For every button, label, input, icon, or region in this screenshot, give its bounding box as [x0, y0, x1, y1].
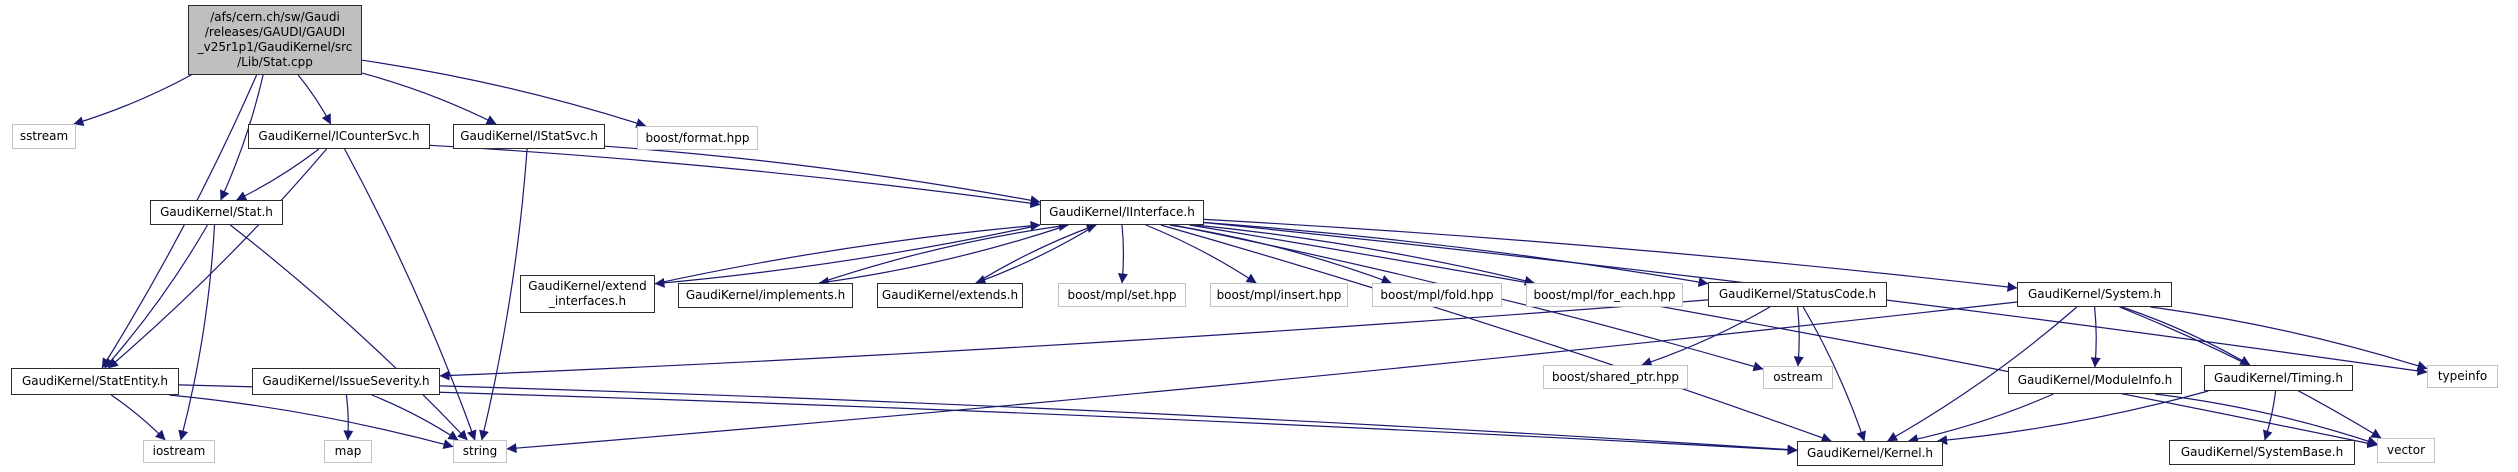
edge-extend-interfaces-to-iinterface [654, 220, 1041, 285]
edge-iinterface-to-statuscode [1203, 221, 1709, 287]
edge-statentity-to-string [169, 394, 454, 449]
edge-iinterface-to-system [1203, 218, 2018, 292]
edge-system-to-kernel [1887, 306, 2078, 442]
edge-stat-h-to-statentity [104, 224, 209, 369]
node-icountersvc[interactable]: GaudiKernel/ICounterSvc.h [248, 124, 430, 149]
node-stat-cpp: /afs/cern.ch/sw/Gaudi /releases/GAUDI/GA… [188, 5, 362, 75]
edge-iinterface-to-implements [818, 224, 1069, 287]
node-implements[interactable]: GaudiKernel/implements.h [678, 283, 853, 308]
node-system[interactable]: GaudiKernel/System.h [2017, 282, 2172, 307]
edge-iinterface-to-mpl-set [1117, 224, 1128, 284]
node-string: string [453, 440, 507, 463]
node-timing[interactable]: GaudiKernel/Timing.h [2204, 365, 2353, 391]
node-issueseverity[interactable]: GaudiKernel/IssueSeverity.h [252, 368, 440, 395]
edge-iinterface-to-vector [1189, 224, 2378, 449]
node-ostream: ostream [1763, 366, 1833, 389]
node-vector: vector [2377, 438, 2435, 463]
edge-istatsvc-to-string [479, 148, 528, 441]
edge-statuscode-to-boost-shared-ptr [1641, 306, 1771, 367]
edge-iinterface-to-mpl-fold [1169, 224, 1392, 285]
edge-implements-to-iinterface [819, 221, 1069, 284]
node-extends[interactable]: GaudiKernel/extends.h [877, 283, 1023, 308]
node-extend-interfaces[interactable]: GaudiKernel/extend _interfaces.h [520, 275, 655, 313]
edge-iinterface-to-mpl-for-each [1195, 224, 1535, 286]
edge-stat-cpp-to-stat-h [220, 74, 264, 201]
node-moduleinfo[interactable]: GaudiKernel/ModuleInfo.h [2008, 367, 2182, 394]
node-mpl-insert: boost/mpl/insert.hpp [1210, 283, 1348, 307]
edge-system-to-typeinfo [2150, 306, 2428, 371]
edge-issueseverity-to-map [343, 394, 354, 441]
edge-issueseverity-to-kernel [439, 385, 1798, 455]
edge-extends-to-iinterface [975, 223, 1097, 284]
node-stat-h[interactable]: GaudiKernel/Stat.h [150, 200, 283, 225]
edge-statuscode-to-kernel [1802, 306, 1866, 442]
node-boost-format: boost/format.hpp [637, 126, 758, 150]
edge-iinterface-to-extend-interfaces [654, 224, 1041, 288]
edge-timing-to-systembase [2262, 390, 2277, 441]
edge-system-to-moduleinfo [2090, 306, 2101, 368]
edge-moduleinfo-to-kernel [1908, 393, 2054, 444]
node-kernel[interactable]: GaudiKernel/Kernel.h [1797, 441, 1943, 466]
edge-system-to-string [506, 301, 2018, 454]
edge-stat-cpp-to-istatsvc [361, 72, 497, 125]
edge-icountersvc-to-iinterface [429, 144, 1041, 209]
edge-stat-h-to-iostream [178, 224, 216, 441]
edge-statentity-to-iostream [110, 394, 166, 441]
edge-iinterface-to-kernel [1160, 224, 1832, 443]
edge-issueseverity-to-string [371, 394, 459, 441]
edge-system-to-timing [2121, 306, 2251, 366]
edge-iinterface-to-extends [975, 224, 1097, 285]
node-iinterface[interactable]: GaudiKernel/IInterface.h [1040, 200, 1204, 225]
edge-statuscode-to-ostream [1793, 306, 1804, 367]
node-statentity[interactable]: GaudiKernel/StatEntity.h [11, 368, 179, 395]
edge-icountersvc-to-stat-h [236, 148, 320, 201]
edge-stat-cpp-to-sstream [73, 74, 192, 127]
node-sstream: sstream [12, 124, 76, 149]
node-mpl-set: boost/mpl/set.hpp [1058, 283, 1186, 307]
node-map: map [324, 440, 372, 463]
node-istatsvc[interactable]: GaudiKernel/IStatSvc.h [453, 124, 605, 149]
edge-istatsvc-to-iinterface [604, 145, 1041, 206]
edge-stat-h-to-string [229, 224, 468, 441]
node-typeinfo: typeinfo [2427, 365, 2498, 388]
node-mpl-for-each: boost/mpl/for_each.hpp [1526, 283, 1683, 307]
edge-icountersvc-to-statentity [108, 148, 328, 369]
edge-icountersvc-to-string [344, 148, 477, 441]
edge-stat-cpp-to-boost-format [361, 59, 647, 128]
edge-statuscode-to-issueseverity [439, 299, 1709, 381]
node-iostream: iostream [143, 440, 215, 463]
node-mpl-fold: boost/mpl/fold.hpp [1372, 283, 1502, 307]
edge-stat-cpp-to-icountersvc [297, 74, 332, 125]
edge-timing-to-kernel [1937, 390, 2209, 446]
node-systembase[interactable]: GaudiKernel/SystemBase.h [2169, 440, 2355, 465]
edge-iinterface-to-mpl-insert [1145, 224, 1257, 284]
node-boost-shared-ptr: boost/shared_ptr.hpp [1543, 365, 1688, 389]
node-statuscode[interactable]: GaudiKernel/StatusCode.h [1708, 282, 1887, 307]
